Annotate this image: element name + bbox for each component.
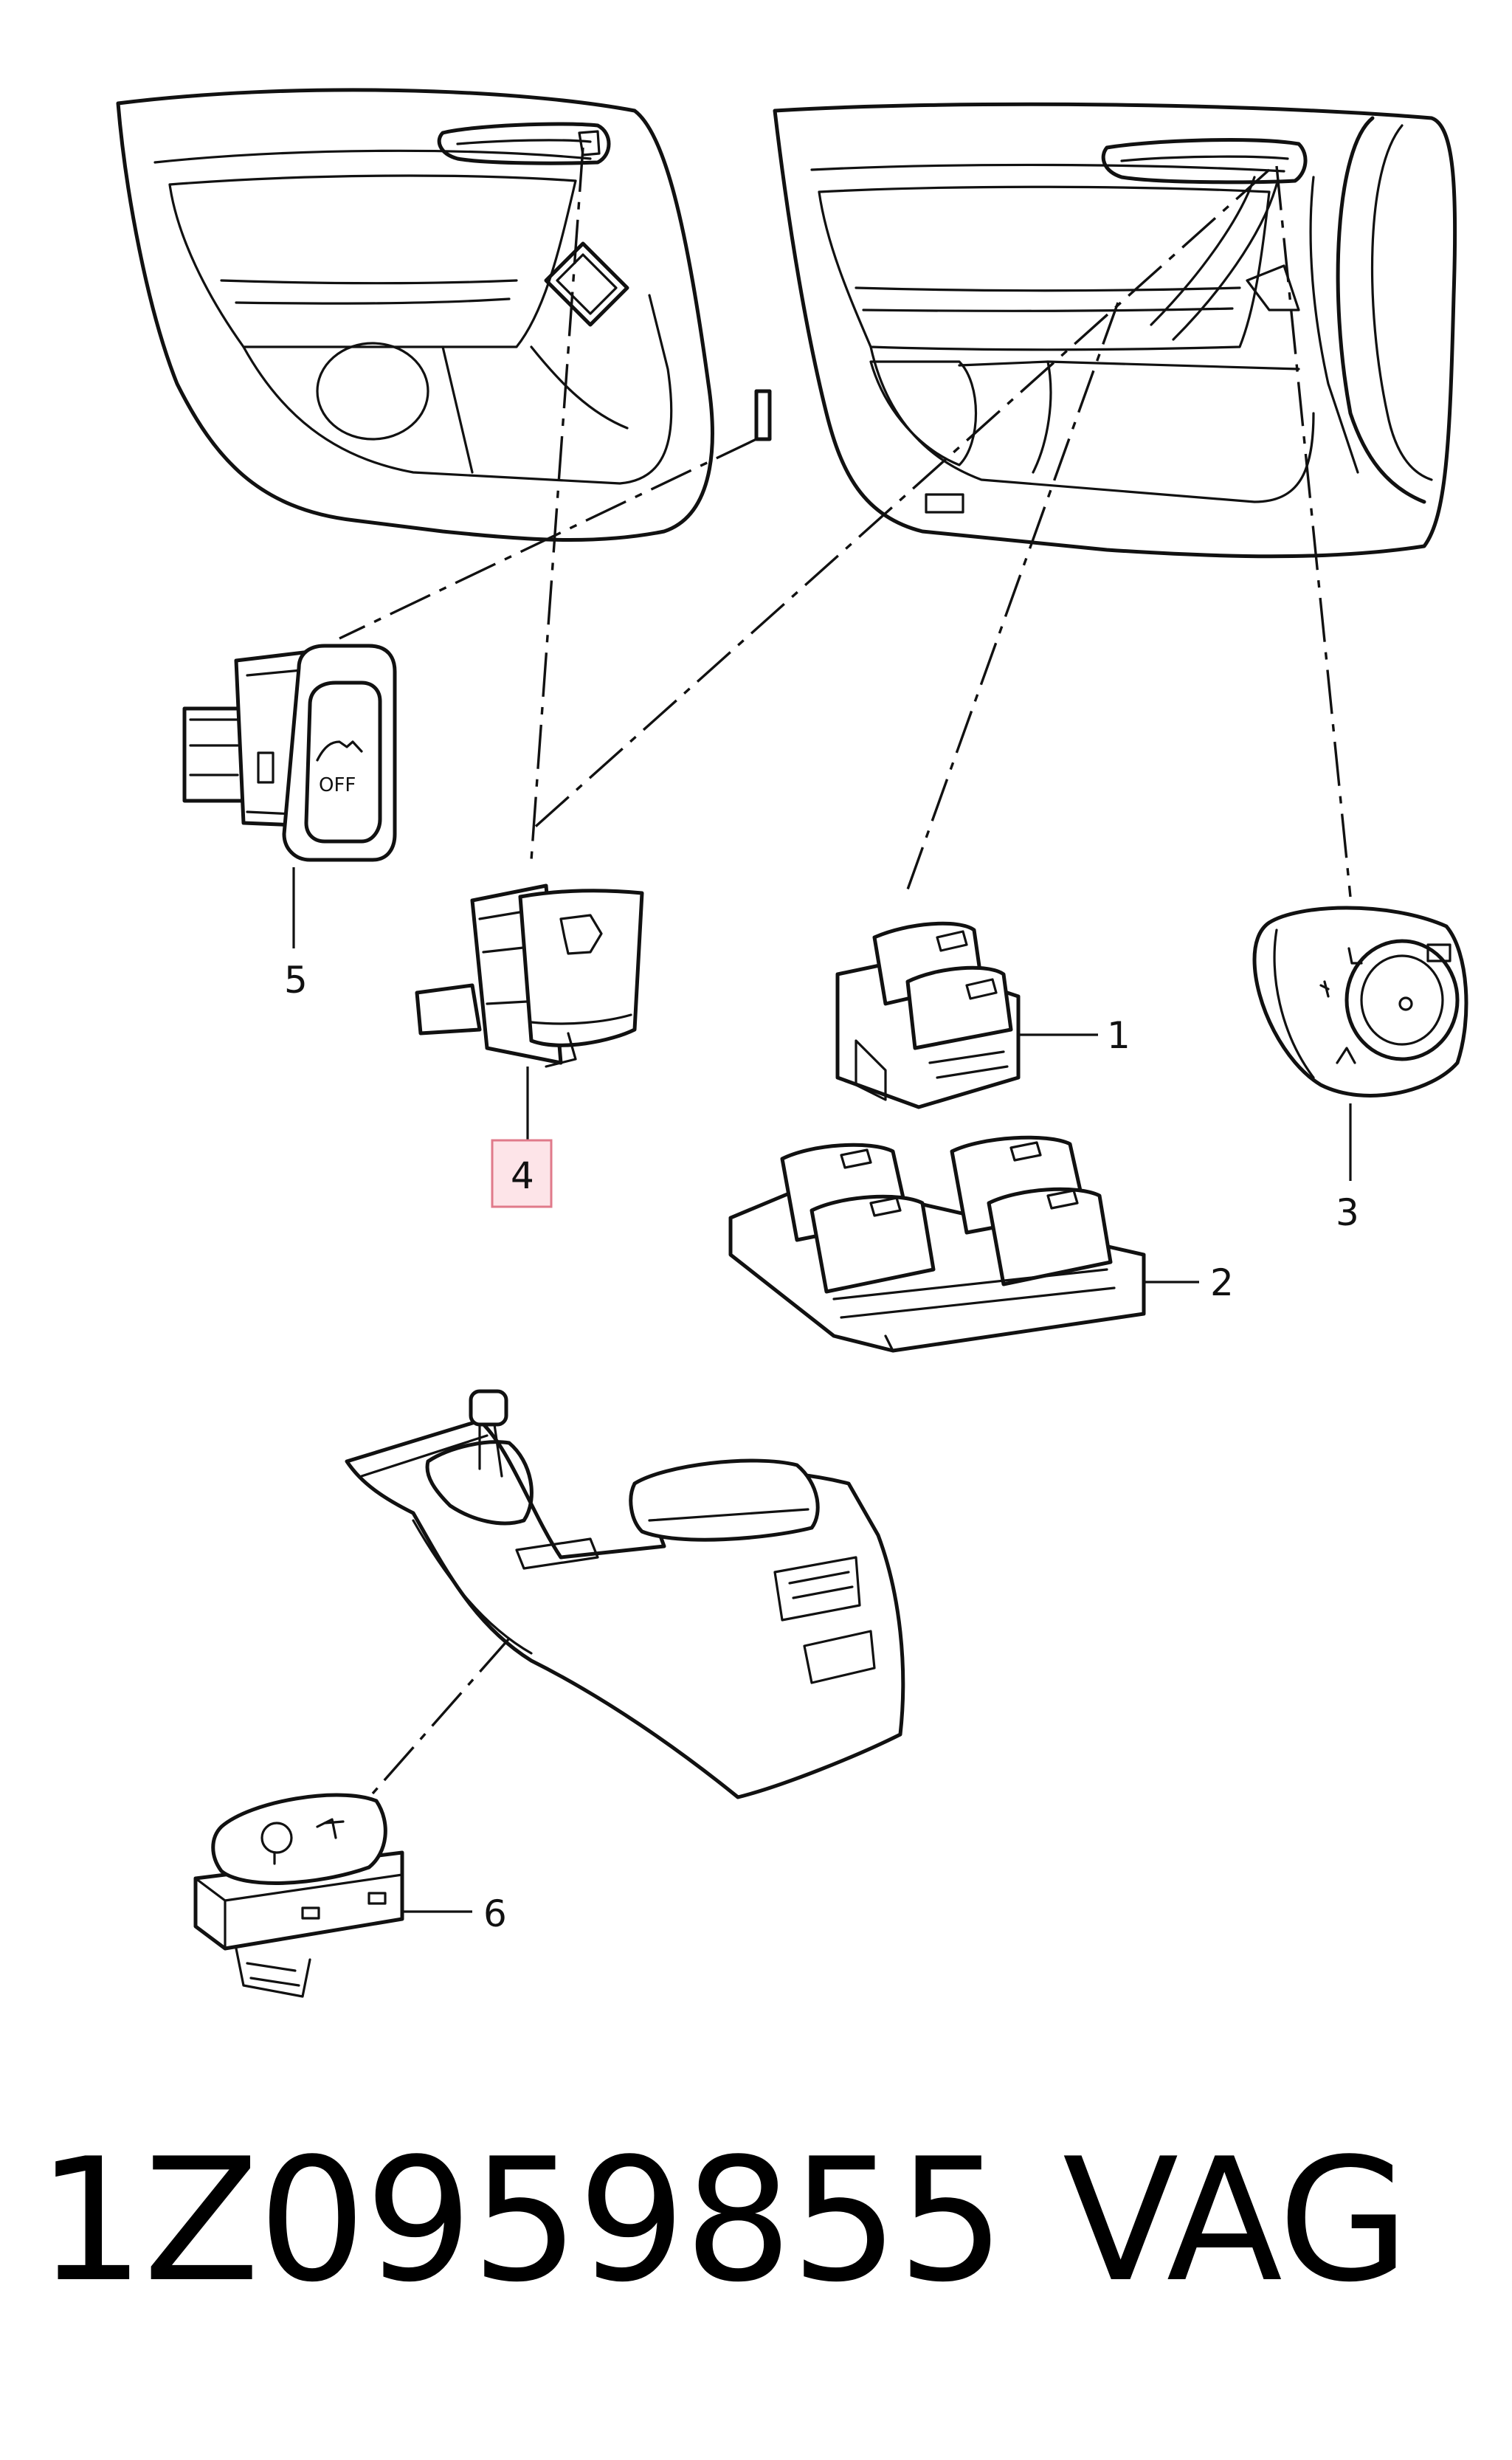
front-door-panel <box>773 102 1457 559</box>
rear-door-panel <box>116 88 772 542</box>
part-3-mirror-knob <box>1252 906 1468 1098</box>
part-5-roof-switch: OFF <box>182 644 397 862</box>
window-icon <box>559 914 603 955</box>
callout-leaders <box>292 867 1352 1913</box>
leader-lines <box>339 147 1352 1795</box>
callout-6: 6 <box>483 1892 507 1935</box>
callout-4: 4 <box>511 1154 534 1197</box>
callout-3: 3 <box>1336 1191 1359 1234</box>
part-2-quad-switch <box>728 1135 1146 1353</box>
part-4-window-switch <box>415 883 644 1068</box>
part-6-console-switch <box>193 1793 404 1998</box>
callout-2: 2 <box>1210 1261 1234 1304</box>
callout-1: 1 <box>1107 1014 1130 1057</box>
brand-label: VAG <box>1063 2123 1409 2320</box>
roof-icon <box>316 740 363 762</box>
part-number: 1Z0959855 <box>37 2123 1005 2320</box>
callout-4-highlight <box>491 1139 553 1208</box>
center-console <box>345 1389 905 1799</box>
part-1-double-switch <box>835 921 1021 1109</box>
callout-5: 5 <box>284 959 308 1002</box>
off-label: OFF <box>319 774 356 796</box>
